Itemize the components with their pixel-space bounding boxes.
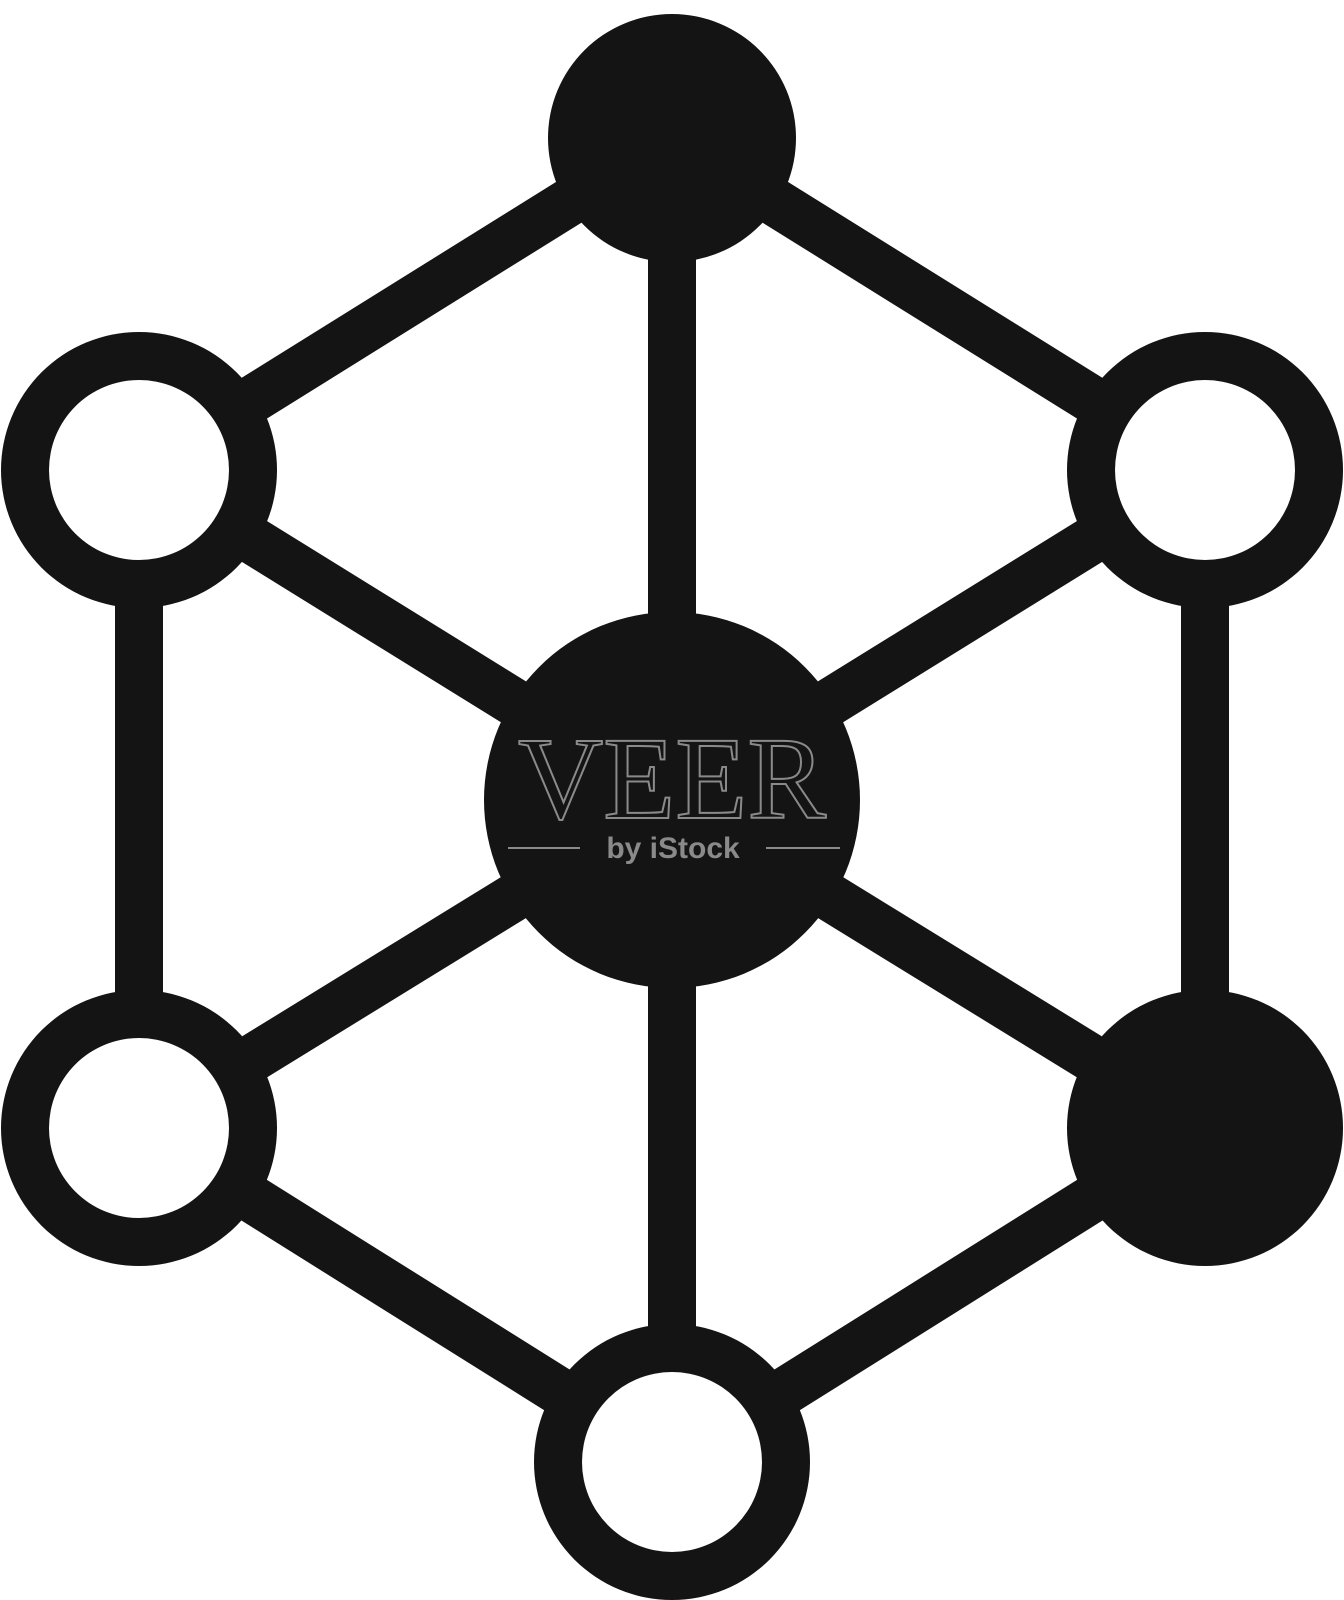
node-lower-left (1, 990, 277, 1266)
node-top-disc (548, 14, 796, 262)
node-upper-right-hole (1115, 380, 1295, 560)
node-upper-right (1067, 332, 1343, 608)
node-top (548, 14, 796, 262)
node-lower-right (1067, 990, 1343, 1266)
node-center (484, 612, 860, 988)
node-upper-left (1, 332, 277, 608)
node-bottom (534, 1324, 810, 1600)
node-lower-right-disc (1067, 990, 1343, 1266)
node-layer (1, 14, 1343, 1600)
node-upper-left-hole (49, 380, 229, 560)
node-bottom-hole (582, 1372, 762, 1552)
node-center-disc (484, 612, 860, 988)
watermark-brand: VEER (518, 713, 826, 844)
watermark: VEER by iStock (508, 712, 840, 865)
node-lower-left-hole (49, 1038, 229, 1218)
watermark-tagline: by iStock (606, 832, 740, 865)
